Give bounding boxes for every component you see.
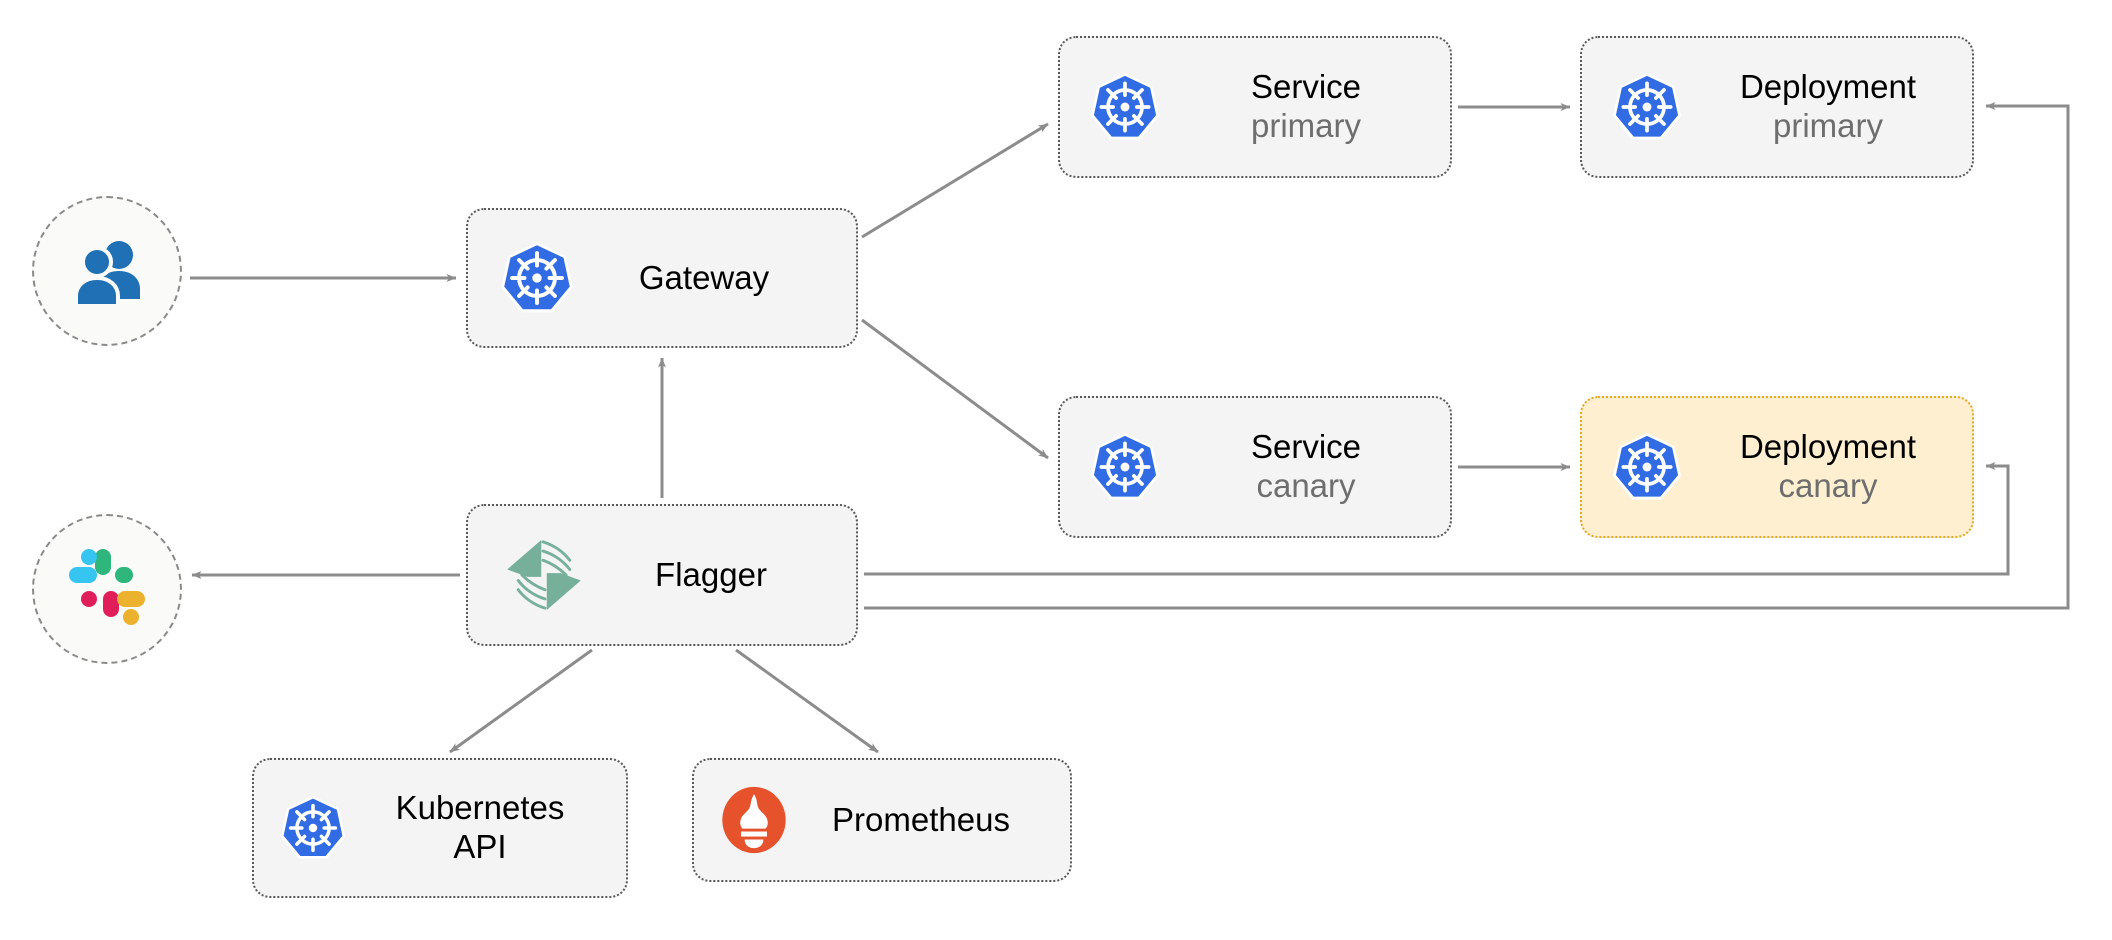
node-gateway-labels: Gateway <box>576 259 856 298</box>
node-deployment-primary-sublabel: primary <box>1772 107 1883 144</box>
node-users[interactable] <box>32 196 182 346</box>
kubernetes-icon <box>1088 430 1162 504</box>
kubernetes-icon <box>1610 70 1684 144</box>
node-service-primary-sublabel: primary <box>1250 107 1361 144</box>
slack-icon <box>65 545 149 634</box>
node-prometheus[interactable]: Prometheus <box>692 758 1072 882</box>
node-kubernetes-api-label: Kubernetes <box>395 789 565 827</box>
node-deployment-primary-labels: Deployment primary <box>1684 68 1972 146</box>
flagger-icon <box>498 529 590 621</box>
node-deployment-canary-label: Deployment <box>1739 428 1917 466</box>
node-deployment-canary[interactable]: Deployment canary <box>1580 396 1974 538</box>
node-service-canary-label: Service <box>1250 428 1362 466</box>
edge-gateway-to-service-primary <box>861 122 1049 239</box>
node-kubernetes-api[interactable]: Kubernetes API <box>252 758 628 898</box>
node-gateway-label: Gateway <box>638 258 770 296</box>
node-prometheus-label: Prometheus <box>832 800 1010 838</box>
kubernetes-icon <box>498 239 576 317</box>
node-service-canary[interactable]: Service canary <box>1058 396 1452 538</box>
node-flagger-label: Flagger <box>655 555 767 593</box>
edge-flagger-to-kubernetes-api <box>449 648 593 754</box>
node-service-primary[interactable]: Service primary <box>1058 36 1452 178</box>
node-flagger[interactable]: Flagger <box>466 504 858 646</box>
node-kubernetes-api-sublabel: API <box>453 828 507 865</box>
node-service-primary-label: Service <box>1250 68 1362 106</box>
edge-gateway-to-service-canary <box>861 318 1049 460</box>
node-deployment-canary-sublabel: canary <box>1778 467 1878 504</box>
node-gateway[interactable]: Gateway <box>466 208 858 348</box>
edge-flagger-to-prometheus <box>735 648 879 754</box>
kubernetes-icon <box>1610 430 1684 504</box>
node-slack[interactable] <box>32 514 182 664</box>
node-service-canary-sublabel: canary <box>1256 467 1356 504</box>
kubernetes-icon <box>278 793 348 863</box>
node-deployment-primary-label: Deployment <box>1739 68 1917 106</box>
node-flagger-labels: Flagger <box>590 556 856 595</box>
node-prometheus-labels: Prometheus <box>790 801 1070 840</box>
node-deployment-primary[interactable]: Deployment primary <box>1580 36 1974 178</box>
node-service-primary-labels: Service primary <box>1162 68 1450 146</box>
node-kubernetes-api-labels: Kubernetes API <box>348 789 626 867</box>
node-service-canary-labels: Service canary <box>1162 428 1450 506</box>
node-deployment-canary-labels: Deployment canary <box>1684 428 1972 506</box>
users-icon <box>64 226 150 317</box>
prometheus-icon <box>718 784 790 856</box>
kubernetes-icon <box>1088 70 1162 144</box>
